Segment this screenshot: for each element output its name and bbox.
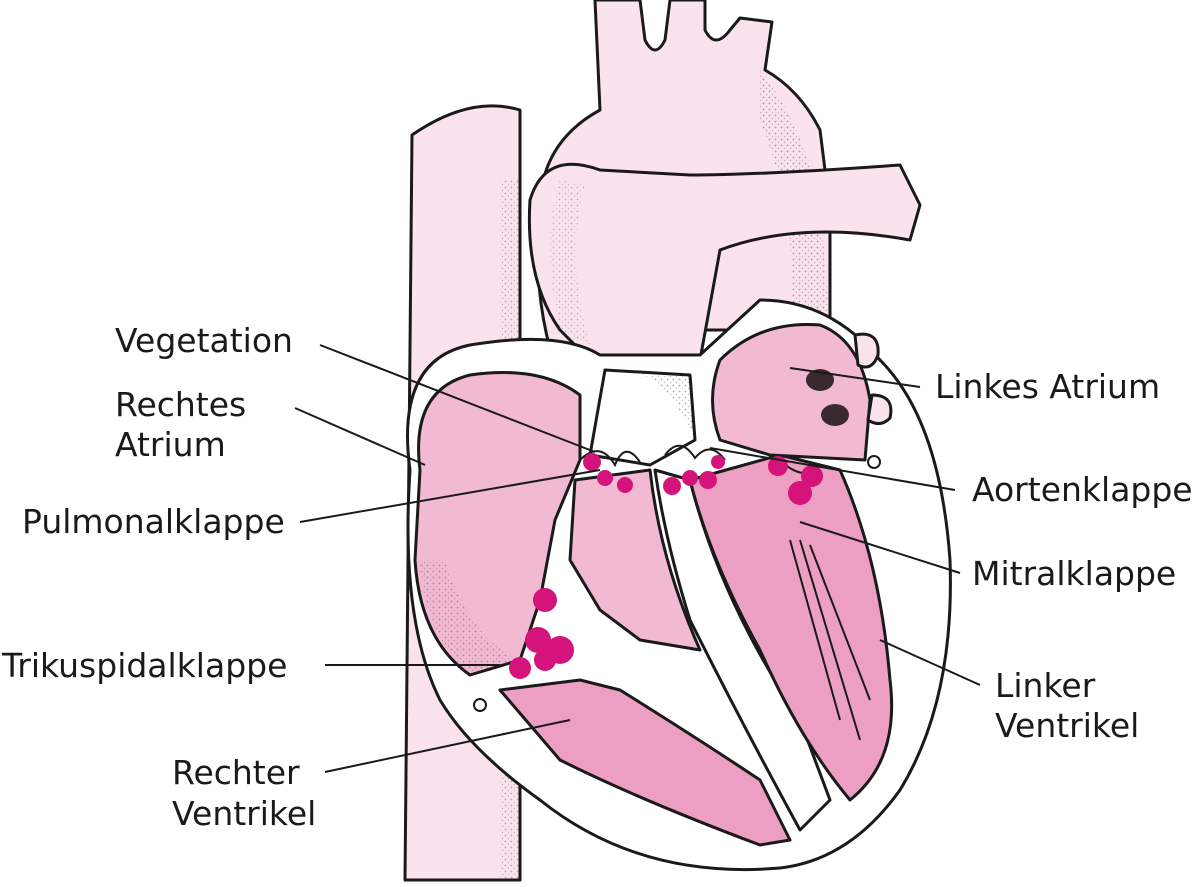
label-rechtes-atrium-line1: Rechtes: [115, 385, 246, 424]
leader-lines: [294, 344, 981, 773]
label-rechter-ventrikel-line1: Rechter: [172, 753, 300, 792]
label-rechtes-atrium-line2: Atrium: [115, 425, 226, 464]
labels: Vegetation Rechtes Atrium Pulmonalklappe…: [1, 321, 1193, 833]
left-atrium-chamber: [711, 322, 893, 462]
label-mitralklappe: Mitralklappe: [972, 554, 1176, 593]
label-linker-ventrikel-line1: Linker: [995, 666, 1096, 705]
node-left: [473, 698, 487, 712]
label-rechter-ventrikel-line2: Ventrikel: [172, 794, 316, 833]
label-vegetation: Vegetation: [115, 321, 293, 360]
vegetation-tricuspid-cluster: [509, 588, 574, 679]
label-linker-ventrikel-line2: Ventrikel: [995, 706, 1139, 745]
vegetation-aortic-cluster: [663, 455, 725, 495]
label-pulmonalklappe: Pulmonalklappe: [22, 502, 285, 541]
label-aortenklappe: Aortenklappe: [972, 470, 1193, 509]
vegetations: [509, 453, 823, 679]
left-ventricle-chamber: [688, 453, 894, 802]
label-trikuspidalklappe: Trikuspidalklappe: [1, 646, 287, 685]
vegetation-pulmonary-cluster: [583, 453, 633, 493]
pulmonary-artery: [527, 162, 922, 372]
right-ventricle-chamber: [498, 468, 792, 847]
node-right: [867, 455, 881, 469]
label-linkes-atrium: Linkes Atrium: [935, 367, 1160, 406]
aortic-root: [588, 368, 697, 467]
